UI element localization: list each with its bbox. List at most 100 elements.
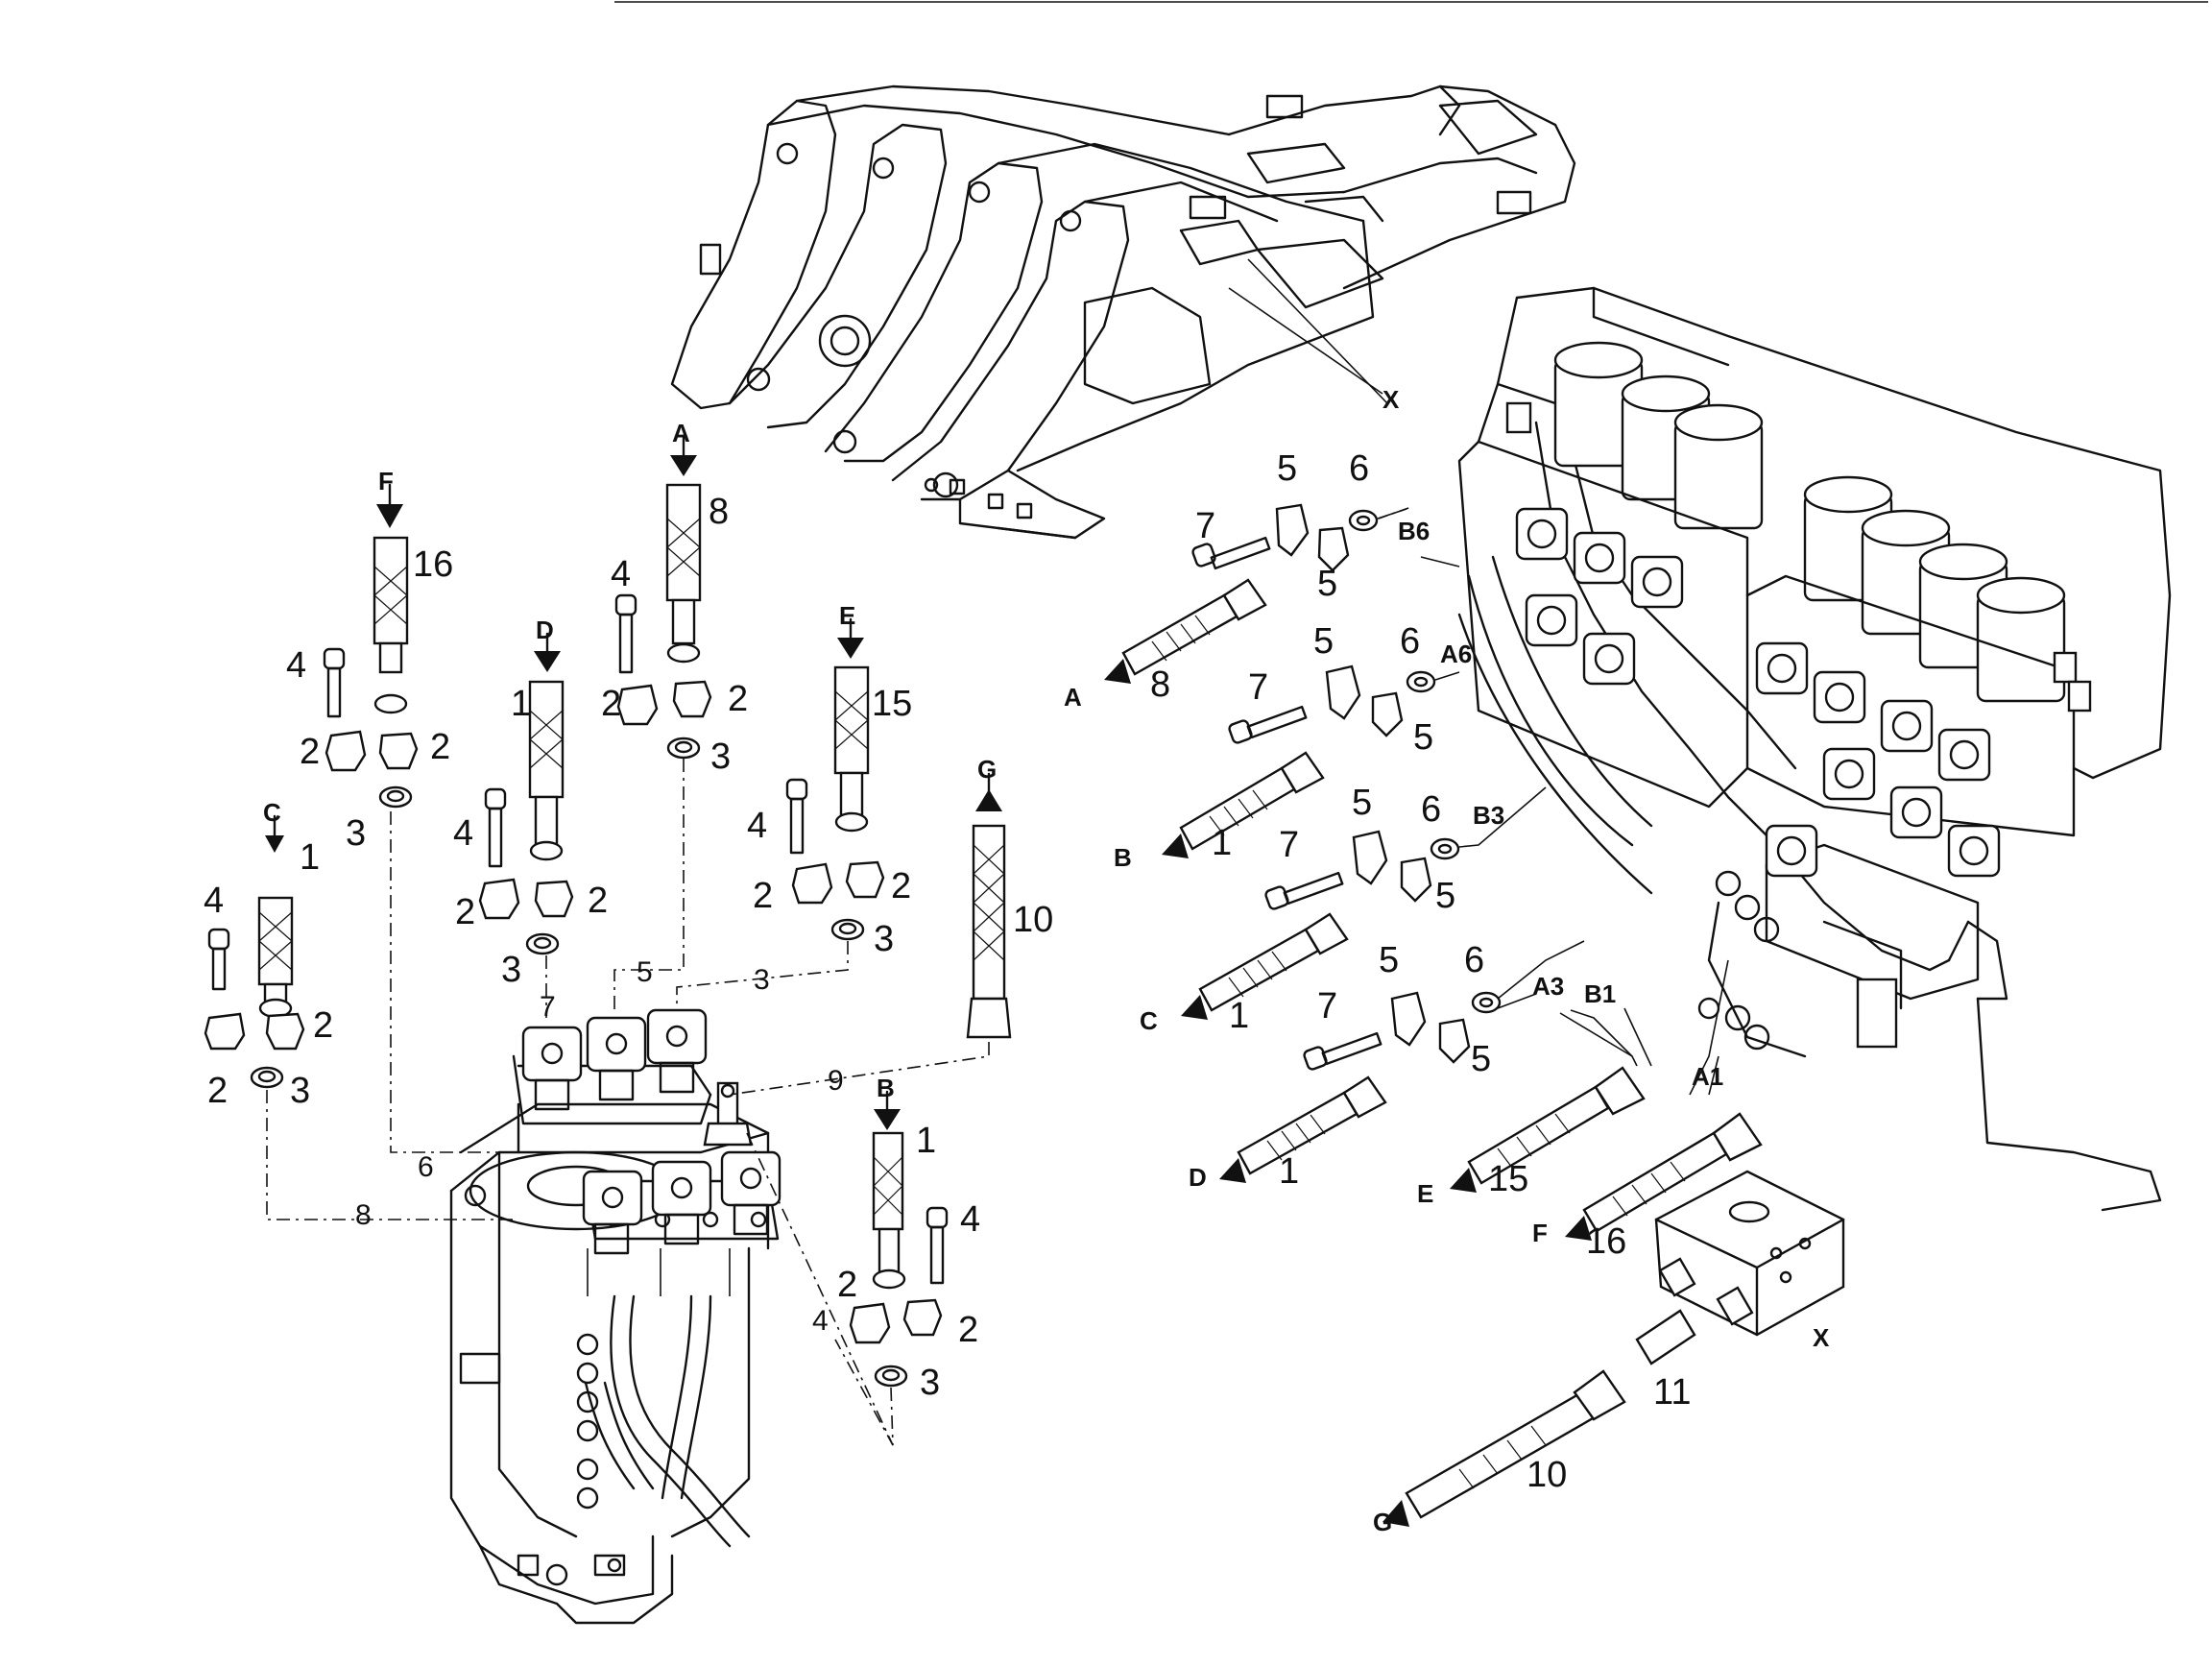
label-10-g: 10 <box>1013 900 1053 940</box>
label-F: F <box>378 467 394 495</box>
label-4-c: 4 <box>204 881 224 921</box>
label-B-top: B <box>877 1074 895 1102</box>
leader-lines <box>266 759 990 1446</box>
upper-manifold-flanges <box>521 1008 708 1111</box>
label-6-leader: 6 <box>418 1151 434 1183</box>
hose-1-c <box>257 896 294 986</box>
label-3-b: 3 <box>920 1363 940 1403</box>
label-6-b3: 6 <box>1421 789 1441 830</box>
label-2-b-right: 2 <box>958 1310 978 1350</box>
label-D-bottom: D <box>1189 1163 1207 1192</box>
label-A6: A6 <box>1440 640 1472 668</box>
label-15-e: 15 <box>872 684 912 724</box>
hose-1-d <box>528 680 565 799</box>
hose-callout-D-group <box>478 632 574 955</box>
label-A-bottom: A <box>1064 683 1082 712</box>
label-A3: A3 <box>1532 972 1564 1001</box>
label-8-b6: 8 <box>1150 664 1170 705</box>
label-5-a3-bottom: 5 <box>1471 1039 1491 1079</box>
valve-hose-row-A6 <box>1162 664 1436 858</box>
label-1-b3: 1 <box>1229 996 1249 1036</box>
label-B1: B1 <box>1584 979 1616 1008</box>
label-3-d: 3 <box>501 950 521 990</box>
label-7-a3: 7 <box>1317 986 1337 1027</box>
label-3-leader: 3 <box>754 964 770 996</box>
valve-leader-lines <box>1228 287 1729 1096</box>
label-F-bottom: F <box>1532 1219 1548 1247</box>
control-valve-assembly <box>1457 286 2172 1212</box>
machine-frame <box>670 85 1576 540</box>
hose-callout-F-group <box>323 483 419 809</box>
label-2-a-right: 2 <box>728 679 748 719</box>
label-2-f-left: 2 <box>300 732 320 772</box>
label-2-c-left: 2 <box>207 1071 228 1111</box>
label-7-a6: 7 <box>1248 667 1268 708</box>
hose-1-to-A6 <box>1179 766 1296 851</box>
label-5-leader: 5 <box>637 956 653 988</box>
label-4-d: 4 <box>453 813 473 854</box>
hose-callout-A-group <box>614 435 712 760</box>
label-5-b3-bottom: 5 <box>1435 876 1455 916</box>
label-1-c: 1 <box>300 837 320 878</box>
label-2-d-left: 2 <box>455 892 475 932</box>
label-3-a: 3 <box>710 737 731 777</box>
solenoid-group <box>1553 341 2066 703</box>
label-A-top: A <box>672 419 690 447</box>
label-B3: B3 <box>1473 801 1504 830</box>
fitting-11 <box>1635 1309 1696 1365</box>
hose-10-g <box>972 824 1006 1001</box>
label-1-d: 1 <box>511 684 531 724</box>
label-2-a-left: 2 <box>601 684 621 724</box>
label-7-b3: 7 <box>1279 825 1299 865</box>
hose-15-e <box>833 665 870 775</box>
label-1-a6: 1 <box>1212 823 1232 863</box>
valve-port-flanges <box>1515 507 2001 878</box>
label-7-leader: 7 <box>540 991 556 1023</box>
label-5-a6-bottom: 5 <box>1413 717 1433 758</box>
label-C-top: C <box>263 798 281 827</box>
hose-callout-E-group <box>785 617 885 941</box>
hose-callout-C-group <box>204 814 305 1089</box>
valve-fittings <box>1505 401 2092 1058</box>
label-11: 11 <box>1653 1372 1691 1413</box>
swivel-joint-assembly <box>449 1008 781 1625</box>
label-2-c-right: 2 <box>313 1005 333 1046</box>
label-6-b6: 6 <box>1349 448 1369 489</box>
valve-hose-row-A3 <box>1219 991 1502 1183</box>
label-X-block: X <box>1813 1323 1830 1352</box>
label-16-a1: 16 <box>1586 1221 1626 1262</box>
label-1-b: 1 <box>916 1121 936 1161</box>
label-leaders <box>1420 556 1719 1096</box>
hose-callout-G-group <box>966 772 1012 1039</box>
label-A1: A1 <box>1692 1062 1723 1091</box>
label-5-b6-top: 5 <box>1277 448 1297 489</box>
label-G-top: G <box>977 755 997 784</box>
label-5-b3-top: 5 <box>1352 783 1372 823</box>
hose-callout-B-group <box>849 1090 949 1388</box>
valve-hose-row-B6 <box>1104 503 1412 684</box>
lower-manifold-flanges <box>582 1150 781 1255</box>
label-X-frame: X <box>1382 385 1400 414</box>
label-9-leader: 9 <box>828 1065 844 1097</box>
label-E-bottom: E <box>1417 1179 1433 1208</box>
label-3-f: 3 <box>346 813 366 854</box>
label-2-f-right: 2 <box>430 727 450 767</box>
label-E-top: E <box>839 601 855 630</box>
label-5-b6-bottom: 5 <box>1317 564 1337 604</box>
label-D-top: D <box>536 616 554 644</box>
hose-8-to-B6 <box>1121 593 1238 676</box>
label-1-a3: 1 <box>1279 1151 1299 1192</box>
label-2-e-left: 2 <box>753 876 773 916</box>
label-4-b: 4 <box>960 1199 980 1240</box>
label-2-b-left: 2 <box>837 1265 857 1305</box>
label-6-a6: 6 <box>1400 621 1420 662</box>
label-16-f: 16 <box>413 544 453 585</box>
label-B6: B6 <box>1398 517 1430 545</box>
label-3-e: 3 <box>874 919 894 959</box>
label-8-a: 8 <box>709 492 729 532</box>
valve-hose-row-B3 <box>1181 830 1460 1020</box>
label-4-leader: 4 <box>812 1305 829 1337</box>
callout-labels: F A D E C G B X 16 4 2 2 3 8 4 2 2 3 1 4… <box>204 385 1830 1536</box>
valve-hose-row-B1-A1 <box>1450 1066 1763 1241</box>
